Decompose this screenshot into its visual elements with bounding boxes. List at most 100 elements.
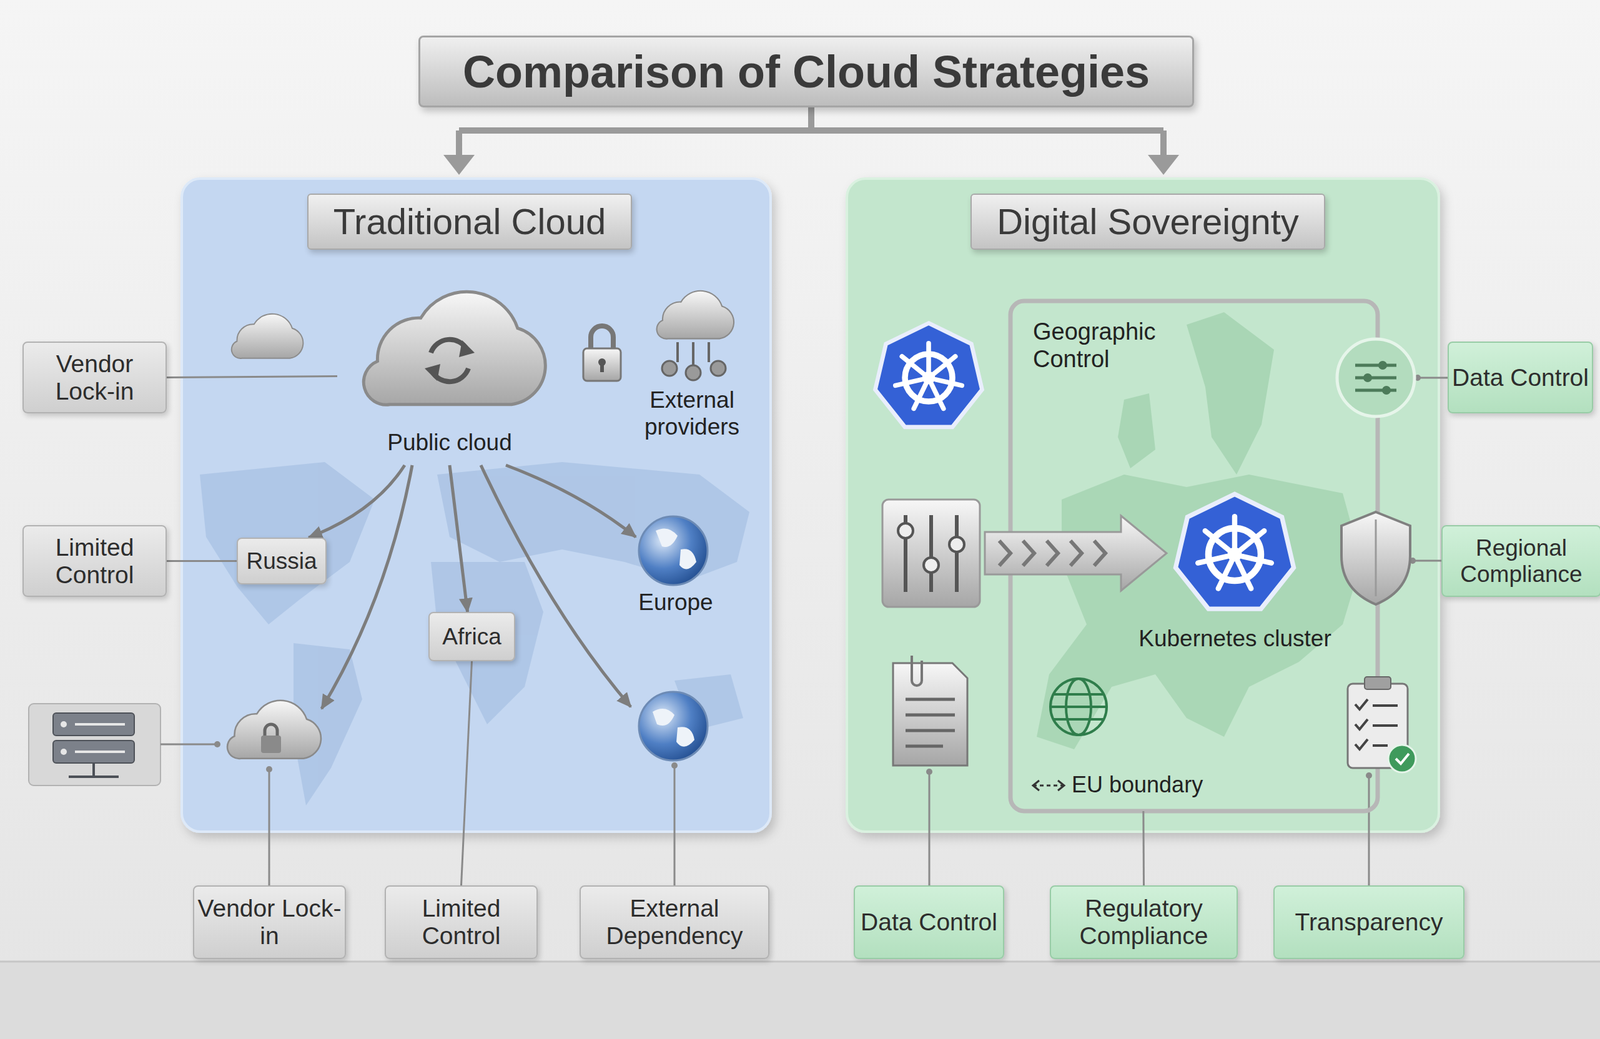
panel-heading: Traditional Cloud: [307, 193, 633, 250]
small-cloud-icon: [231, 314, 304, 359]
boundary-arrow: [1032, 780, 1040, 791]
label-slot: Europe: [625, 589, 726, 617]
title-box: Comparison of Cloud Strategies: [418, 35, 1195, 108]
map-label: External providers: [644, 387, 740, 440]
callout-box: External Dependency: [579, 885, 770, 960]
chevron-arrow: [1070, 540, 1082, 566]
leader-line: [928, 771, 931, 886]
document-icon: [893, 663, 968, 766]
callout-text: Transparency: [1295, 908, 1444, 937]
globe-icon: [652, 708, 695, 747]
callout-text: Data Control: [860, 908, 998, 937]
flow-arrow: [308, 465, 405, 538]
clipboard-icon: [1355, 699, 1368, 710]
callout-box: Regulatory Compliance: [1049, 885, 1238, 960]
server-icon-box: [68, 763, 119, 777]
kubernetes-icon: [1175, 493, 1294, 609]
globe-outline-icon: [1050, 694, 1107, 720]
server-icon-box: [28, 703, 161, 786]
world-map: [430, 562, 544, 725]
globe-icon: [638, 691, 708, 761]
shield-icon: [1341, 512, 1411, 605]
left-panel-ground: [181, 178, 771, 832]
callout-box: Vendor Lock-in: [22, 341, 167, 414]
callout-text: Vendor Lock-in: [23, 350, 166, 405]
leader-connector: [461, 661, 473, 886]
server-icon-box: [74, 750, 125, 754]
sliders-icon: [882, 499, 980, 608]
kubernetes-icon: [1175, 493, 1294, 609]
leader-dot: [926, 768, 933, 776]
clipboard-icon: [1347, 676, 1416, 773]
shield-icon: [1375, 519, 1378, 597]
left-panel-ground: [181, 178, 771, 832]
leader-dot: [266, 766, 273, 773]
region-note: EU boundary: [1071, 771, 1203, 798]
padlock-icon: [583, 348, 621, 381]
europe-map: [1117, 393, 1156, 469]
text-slot: EU boundary: [1071, 771, 1235, 798]
bracket-arrowhead: [443, 154, 475, 175]
leader-dot: [1365, 772, 1373, 779]
callout-box: Limited Control: [22, 525, 167, 598]
globe-icon: [638, 516, 708, 586]
external-provider-icon: [661, 360, 677, 376]
clipboard-icon: [1355, 719, 1368, 730]
data-control-icon: [1382, 385, 1391, 395]
bracket-arrowhead: [443, 154, 1180, 175]
text-slot: Kubernetes cluster: [1111, 625, 1359, 653]
external-provider-icon: [656, 291, 734, 381]
clipboard-icon: [1395, 753, 1409, 764]
padlock-icon: [583, 325, 621, 381]
external-provider-icon: [685, 365, 701, 381]
region-title: Geographic Control: [1032, 318, 1156, 373]
europe-map: [1186, 312, 1275, 475]
leader-connector: [166, 560, 237, 563]
spread-arrow: [321, 465, 413, 709]
small-cloud-icon: [231, 314, 304, 359]
floor: [0, 961, 1600, 963]
chevron-arrow: [984, 515, 1167, 591]
clipboard-icon: [1372, 705, 1398, 746]
map-label: Europe: [638, 589, 713, 616]
sliders-icon: [923, 557, 939, 573]
external-provider-icon: [677, 342, 709, 366]
callout-text: Russia: [246, 548, 317, 574]
public-cloud-icon: [363, 291, 546, 405]
clipboard-icon: [1355, 699, 1398, 750]
globe-outline-icon: [1050, 678, 1107, 736]
callout-text: Africa: [442, 623, 502, 650]
leader-line: [268, 769, 271, 886]
document-icon: [911, 655, 922, 686]
icon-label: Public cloud: [387, 429, 513, 456]
locked-cloud-icon: [227, 700, 321, 759]
data-control-icon: [1337, 339, 1415, 417]
title-text: Comparison of Cloud Strategies: [462, 46, 1150, 98]
world-map: [199, 462, 375, 625]
clipboard-icon: [1364, 676, 1391, 690]
locked-cloud-icon: [264, 724, 278, 737]
kubernetes-icon: [875, 323, 983, 428]
europe-map: [1036, 312, 1362, 750]
external-provider-icon: [656, 291, 734, 340]
server-icon-box: [28, 703, 161, 786]
icon-node: Kubernetes cluster: [1111, 487, 1359, 656]
server-icon-box: [60, 721, 67, 728]
text-slot: Geographic Control: [1032, 318, 1183, 373]
icon-label: Kubernetes cluster: [1138, 625, 1332, 652]
sliders-icon: [882, 499, 980, 608]
server-icon-box: [74, 723, 125, 726]
public-cloud-icon: [424, 364, 441, 381]
public-cloud-icon: [459, 340, 475, 358]
globe-icon: [638, 691, 708, 761]
locked-cloud-icon: [261, 735, 282, 754]
callout-text: Data Control: [1451, 364, 1589, 392]
boundary-arrow: [1032, 785, 1065, 787]
globe-outline-icon: [1050, 678, 1107, 736]
sliders-icon: [949, 537, 965, 553]
clipboard-icon: [1355, 739, 1368, 750]
spread-arrow: [505, 465, 636, 538]
